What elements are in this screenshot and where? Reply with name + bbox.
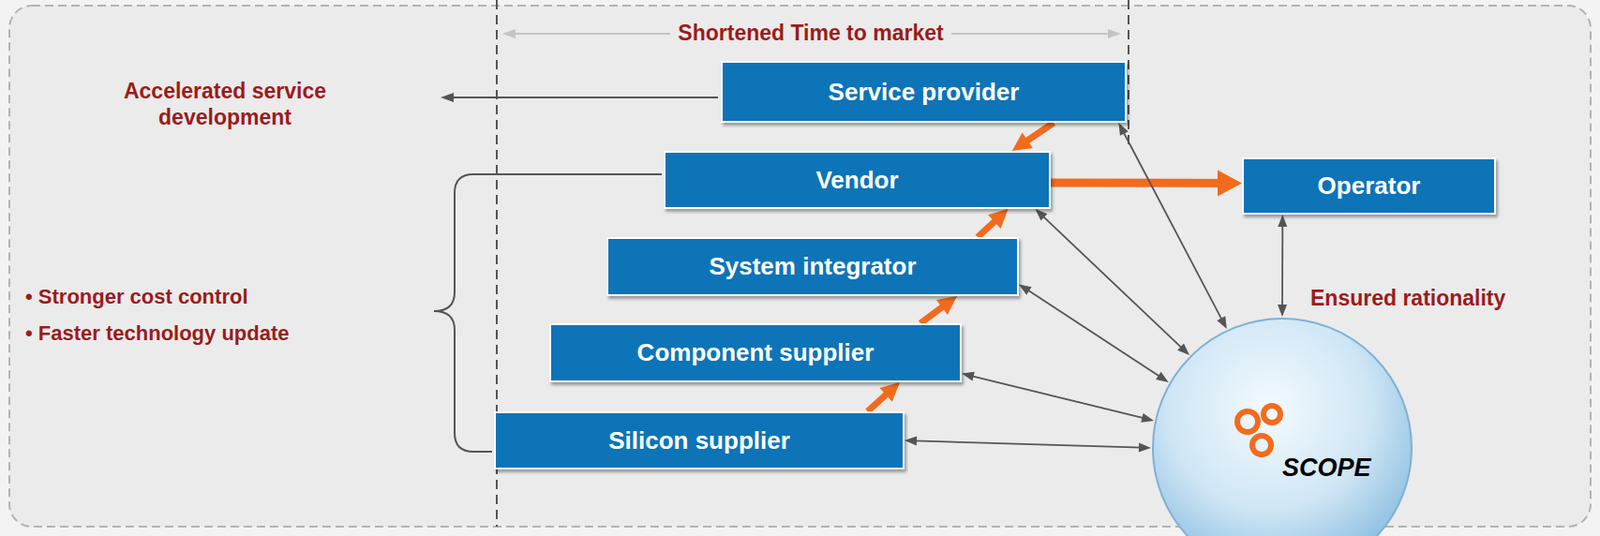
box-label: System integrator (708, 252, 916, 282)
role-box: Vendor (663, 150, 1051, 210)
arrowhead (1018, 284, 1032, 295)
connector-line (1122, 131, 1223, 321)
connector-line (1024, 122, 1054, 143)
arrowhead (1034, 209, 1047, 222)
logo-text: SCOPE (1282, 453, 1372, 483)
connector-line (913, 440, 1141, 448)
pointer-arrowhead (440, 92, 454, 103)
exchange-arrow (1018, 284, 1169, 383)
annotation-label: Ensured rationality (1310, 285, 1506, 313)
role-box: Operator (1241, 157, 1496, 215)
exchange-arrow (1277, 214, 1287, 317)
span-arrow (513, 32, 671, 35)
connector-line (1281, 224, 1284, 307)
span-arrow (951, 32, 1110, 35)
annotation-label: Shortened Time to market (599, 20, 1022, 47)
box-label: Service provider (828, 77, 1020, 107)
role-box: Silicon supplier (493, 411, 905, 470)
exchange-arrow (1034, 209, 1190, 356)
arrowhead (1216, 315, 1227, 329)
circle-outline (1151, 316, 1414, 536)
connector-line (1042, 215, 1182, 349)
box-label: Operator (1317, 171, 1421, 201)
arrowhead (1217, 169, 1242, 196)
role-box: Service provider (720, 60, 1127, 123)
box-label: Silicon supplier (608, 426, 791, 456)
box-label: Component supplier (637, 338, 875, 368)
flow-arrow (977, 209, 1009, 238)
arrowhead (1277, 214, 1287, 227)
arrowhead (879, 382, 900, 403)
annotation-label: Accelerated service development (98, 78, 352, 131)
connector-line (867, 392, 890, 412)
exchange-arrow (1118, 122, 1227, 329)
grouping-brace (433, 174, 662, 452)
box-label: Vendor (815, 165, 898, 195)
connector-line (1050, 179, 1223, 188)
connector-line (1027, 289, 1161, 377)
arrowhead (1155, 372, 1169, 383)
arrowhead (987, 209, 1008, 229)
arrowhead (1277, 304, 1287, 317)
arrowhead (1138, 443, 1152, 453)
arrowhead (1177, 343, 1190, 356)
arrowhead (904, 435, 917, 446)
connector-line (920, 305, 945, 324)
connector-line (977, 219, 998, 238)
scope-circle: SCOPE (1151, 316, 1414, 536)
role-box: System integrator (606, 237, 1019, 297)
arrowhead (1012, 133, 1033, 151)
role-box: Component supplier (549, 323, 962, 383)
flow-arrow (1012, 122, 1054, 151)
arrowhead (1140, 413, 1154, 423)
annotation-label: • Faster technology update (25, 321, 290, 346)
exchange-arrow (961, 372, 1154, 423)
exchange-arrow (904, 435, 1152, 452)
connector-line (971, 375, 1145, 419)
flow-arrow (920, 296, 958, 324)
span-arrowhead (502, 29, 516, 39)
pointer-arrow (451, 96, 718, 99)
arrowhead (1118, 122, 1128, 136)
arrowhead (961, 372, 975, 382)
arrowhead (936, 296, 958, 315)
annotation-label: • Stronger cost control (25, 284, 249, 310)
dashed-divider (1127, 0, 1130, 150)
flow-arrow (867, 382, 900, 412)
span-arrowhead (1107, 29, 1122, 39)
